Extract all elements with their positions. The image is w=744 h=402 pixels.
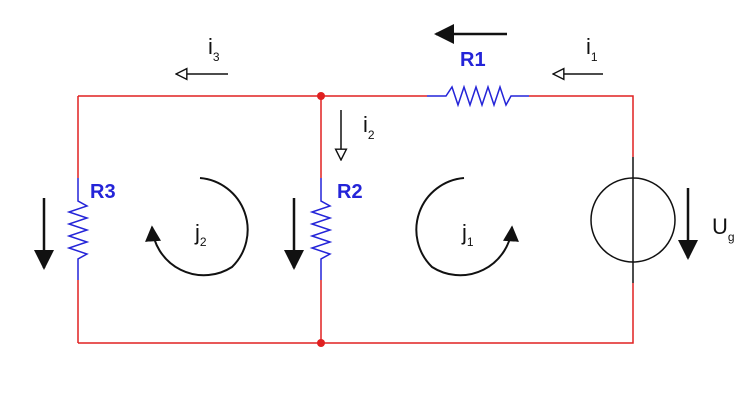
- loop-j1-icon: [415, 177, 519, 277]
- resistor-r3: R3: [66, 178, 116, 280]
- resistor-r1-symbol: [427, 84, 529, 108]
- node-top: [317, 92, 325, 100]
- loop-j2-icon: [145, 177, 249, 277]
- label-i1: i1: [586, 34, 598, 64]
- voltage-source-icon: [590, 177, 676, 263]
- resistor-r1: R1: [427, 49, 529, 108]
- wire-top-right: [529, 95, 634, 157]
- label-i3: i3: [208, 34, 220, 64]
- direction-arrows: [34, 24, 698, 270]
- resistor-r3-symbol: [66, 178, 90, 280]
- loop-arrows: [145, 177, 519, 277]
- label-j1: j1: [461, 220, 474, 249]
- label-ug: Ug: [712, 214, 735, 244]
- resistor-r1-label: R1: [460, 49, 486, 71]
- resistor-r3-label: R3: [90, 181, 116, 203]
- label-j2: j2: [194, 220, 207, 249]
- node-bottom: [317, 339, 325, 347]
- resistor-r2-label: R2: [337, 181, 363, 203]
- resistor-r2-symbol: [309, 178, 333, 280]
- voltage-source: [590, 157, 676, 283]
- wires: [77, 95, 634, 344]
- label-i2: i2: [363, 112, 375, 142]
- wire-right-bottom: [78, 283, 634, 344]
- resistor-r2: R2: [309, 178, 363, 280]
